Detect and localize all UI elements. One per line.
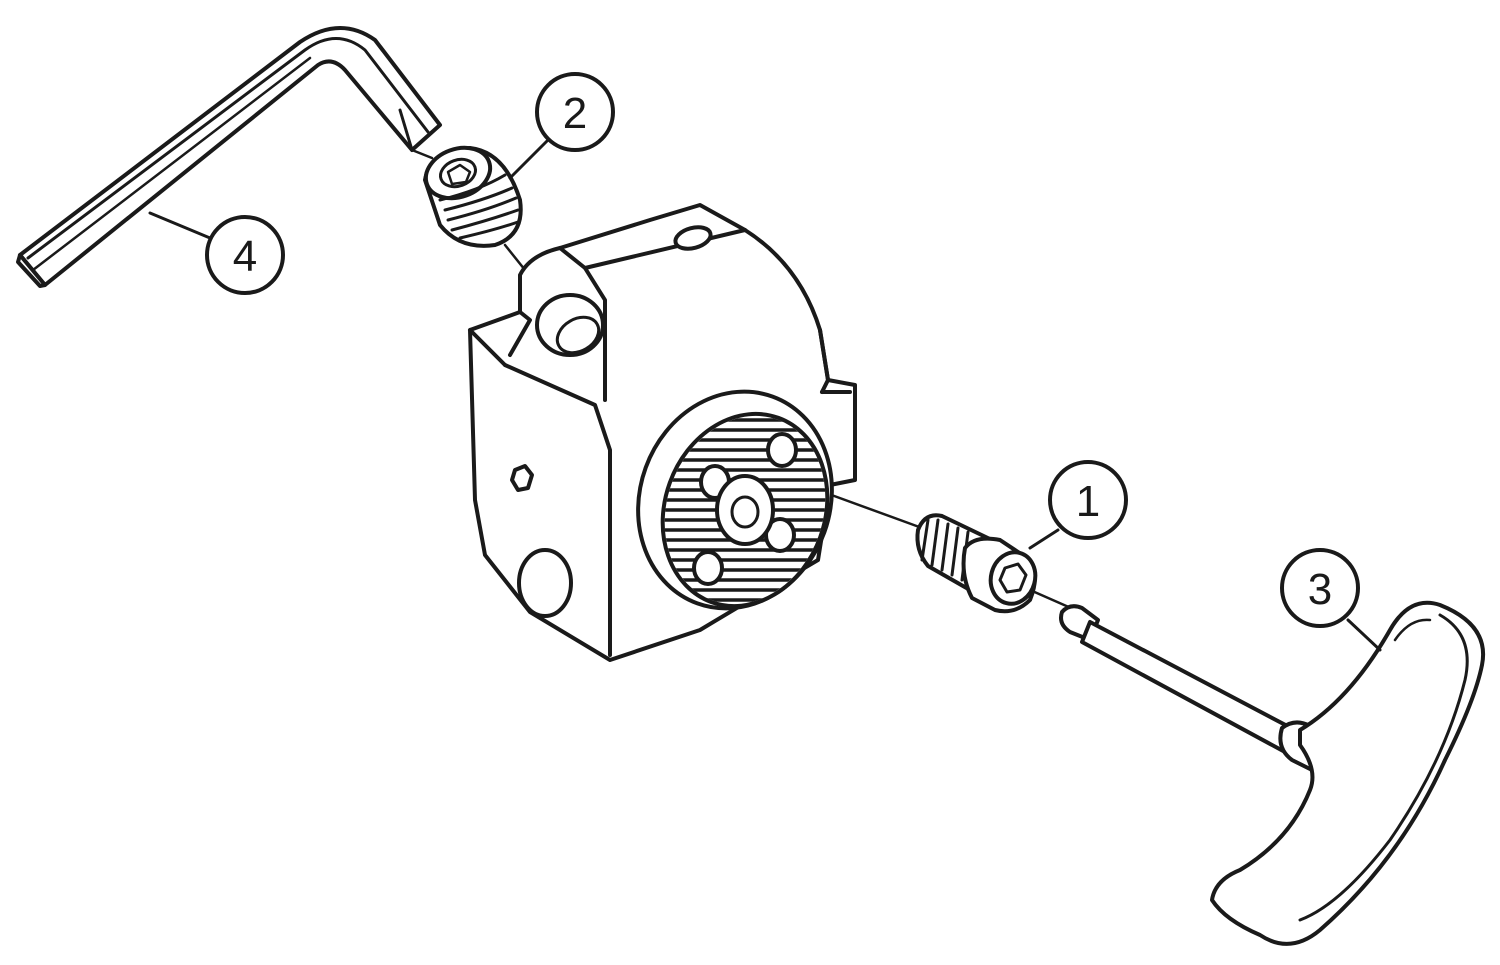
callout-leaders <box>148 138 1382 652</box>
callout-balloon-2: 2 <box>535 72 615 152</box>
callout-label-1: 1 <box>1076 477 1100 526</box>
callout-balloon-3: 3 <box>1280 548 1360 628</box>
callout-balloon-4: 4 <box>205 215 285 295</box>
callout-balloon-1: 1 <box>1048 460 1128 540</box>
hex-key <box>16 26 442 288</box>
callout-label-2: 2 <box>563 89 587 138</box>
callout-label-4: 4 <box>233 232 257 281</box>
cap-screw <box>915 513 1038 614</box>
set-screw <box>423 145 523 248</box>
callout-label-3: 3 <box>1308 565 1332 614</box>
t-handle-key <box>1059 600 1486 946</box>
